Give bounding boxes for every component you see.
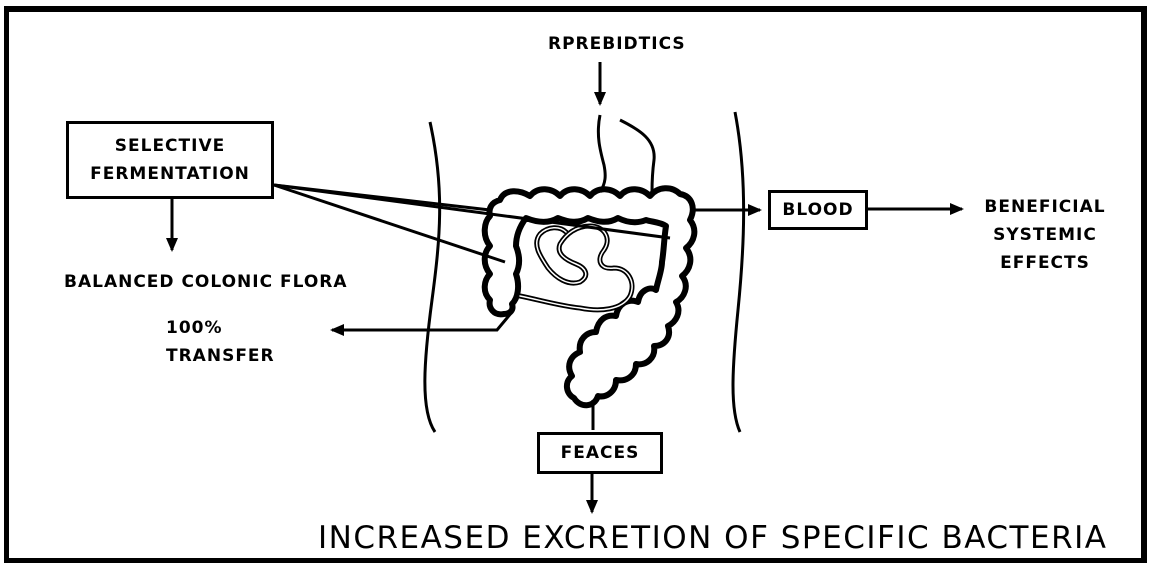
transfer-label: TRANSFER <box>166 346 275 366</box>
body-outline-right <box>733 112 744 432</box>
arrow-to-transfer <box>332 312 512 330</box>
colon <box>485 188 695 405</box>
feaces-label: FEACES <box>561 439 640 467</box>
balanced-flora-label: BALANCED COLONIC FLORA <box>64 272 348 292</box>
body-outline-left <box>425 122 440 432</box>
fermentation-line-1: SELECTIVE <box>115 136 225 156</box>
effects-label: BENEFICIAL SYSTEMIC EFFECTS <box>975 193 1115 277</box>
effects-line-3: EFFECTS <box>1000 253 1090 273</box>
arrow-to-colon-3 <box>274 185 505 262</box>
blood-label: BLOOD <box>782 196 853 224</box>
prebiotics-label: RPREBIDTICS <box>548 34 686 54</box>
blood-box: BLOOD <box>768 190 868 230</box>
feaces-box: FEACES <box>537 432 663 474</box>
effects-line-2: SYSTEMIC <box>993 225 1097 245</box>
intestine-tube <box>598 115 654 192</box>
caption: INCREASED EXCRETION OF SPECIFIC BACTERIA <box>318 520 1107 556</box>
selective-fermentation-box: SELECTIVE FERMENTATION <box>66 121 274 199</box>
fermentation-line-2: FERMENTATION <box>90 164 250 184</box>
transfer-percent-label: 100% <box>166 318 223 338</box>
effects-line-1: BENEFICIAL <box>984 197 1105 217</box>
